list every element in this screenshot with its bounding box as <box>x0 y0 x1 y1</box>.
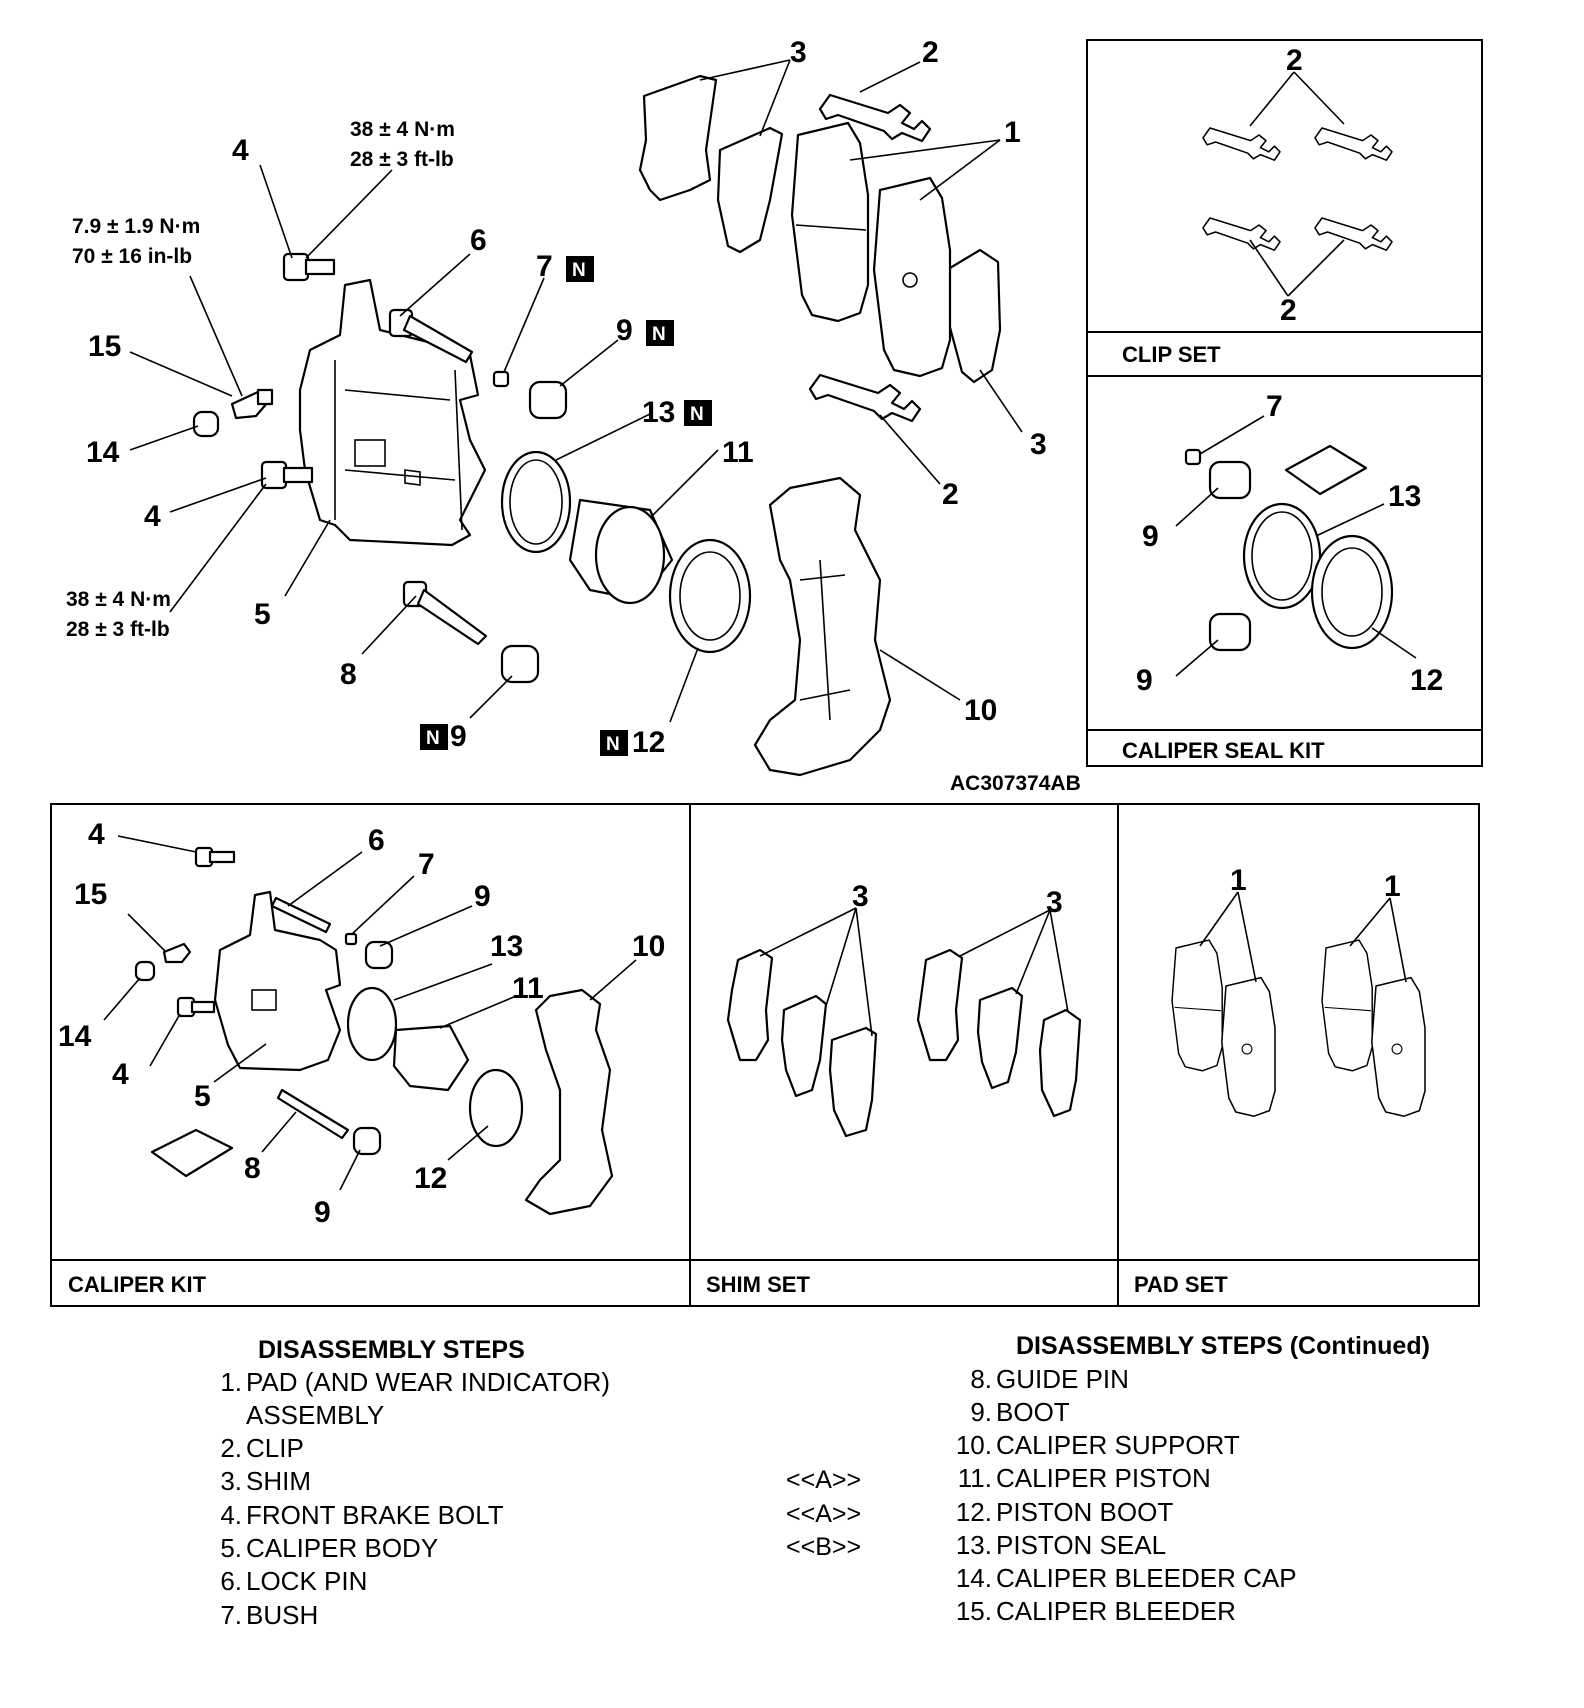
service-mark-a-11: <<A>> <box>786 1466 862 1494</box>
svg-text:N: N <box>690 404 704 425</box>
svg-text:N: N <box>572 260 586 281</box>
lower-panels-frame <box>50 803 1480 1307</box>
pad-outer <box>790 121 870 323</box>
caliper-piston <box>568 498 674 605</box>
callout-6: 6 <box>470 224 487 257</box>
seal-kit-callout-13: 13 <box>1388 480 1421 513</box>
caliper-bleeder <box>230 388 274 420</box>
callout-2-top: 2 <box>922 36 939 69</box>
caliper-bleeder-cap <box>192 410 220 438</box>
svg-text:N: N <box>606 734 620 755</box>
seal-kit-callout-7: 7 <box>1266 390 1283 423</box>
pad-set-callout-1-left: 1 <box>1230 864 1247 897</box>
svg-text:N: N <box>426 728 440 749</box>
callout-4-lower: 4 <box>144 500 161 533</box>
shim-set-panel: 3 3 <box>726 880 1082 1138</box>
new-part-mark-9-upper: N <box>646 320 674 346</box>
exploded-brake-diagram: 38 ± 4 N·m 28 ± 3 ft-lb 7.9 ± 1.9 N·m 70… <box>50 36 1483 1307</box>
service-mark-a-12: <<A>> <box>786 1500 862 1528</box>
shim-set-label: SHIM SET <box>706 1272 810 1297</box>
bush <box>492 370 510 388</box>
disassembly-steps: DISASSEMBLY STEPS 1. PAD (AND WEAR INDIC… <box>220 1332 1430 1630</box>
shim-rear <box>716 126 784 254</box>
new-part-mark-9-lower: N <box>420 724 448 750</box>
caliper-kit-callout-13: 13 <box>490 930 523 963</box>
caliper-kit-callout-6: 6 <box>368 824 385 857</box>
clip-set-label: CLIP SET <box>1122 342 1221 367</box>
caliper-kit-callout-10: 10 <box>632 930 665 963</box>
callout-4-upper: 4 <box>232 134 249 167</box>
leader-lines <box>129 59 1023 723</box>
callout-14: 14 <box>86 436 120 469</box>
piston-boot <box>668 538 752 654</box>
callout-15: 15 <box>88 330 121 363</box>
caliper-kit-callout-15: 15 <box>74 878 107 911</box>
caliper-kit-callout-4-bottom: 4 <box>112 1058 129 1091</box>
caliper-kit-callout-4-top: 4 <box>88 818 105 851</box>
callout-10: 10 <box>964 694 997 727</box>
boot-upper <box>528 380 568 420</box>
caliper-kit-callout-7: 7 <box>418 848 435 881</box>
clip-set-callout-2-bottom: 2 <box>1280 294 1297 327</box>
callout-13: 13 <box>642 396 675 429</box>
torque-upper-nm: 38 ± 4 N·m <box>350 118 455 141</box>
pad-set-callout-1-right: 1 <box>1384 870 1401 903</box>
callout-9-lower: 9 <box>450 720 467 753</box>
caliper-kit-callout-9-top: 9 <box>474 880 491 913</box>
callout-1: 1 <box>1004 116 1021 149</box>
figure-code: AC307374AB <box>950 772 1081 795</box>
callout-3-right: 3 <box>1030 428 1047 461</box>
caliper-kit-callout-5: 5 <box>194 1080 211 1113</box>
pad-inner <box>872 176 952 378</box>
callout-2-lower: 2 <box>942 478 959 511</box>
new-part-mark-12: N <box>600 730 628 756</box>
torque-lower-nm: 38 ± 4 N·m <box>66 588 171 611</box>
boot-lower <box>500 644 540 684</box>
guide-pin <box>402 580 488 646</box>
pad-set-label: PAD SET <box>1134 1272 1228 1297</box>
caliper-kit-callout-14: 14 <box>58 1020 92 1053</box>
caliper-kit-panel: 4 6 7 9 15 13 10 11 14 4 5 8 12 9 <box>58 818 665 1229</box>
torque-bleeder-inlb: 70 ± 16 in-lb <box>72 245 192 268</box>
callout-3-top: 3 <box>790 36 807 69</box>
callout-11: 11 <box>722 436 754 469</box>
callout-5: 5 <box>254 598 271 631</box>
front-brake-bolt-upper <box>282 252 336 282</box>
shim-front <box>638 74 718 202</box>
caliper-seal-kit-panel: 7 9 13 9 12 <box>1086 331 1483 767</box>
steps-title-continued: DISASSEMBLY STEPS (Continued) <box>1016 1332 1430 1360</box>
callout-9-upper: 9 <box>616 314 633 347</box>
torque-bleeder-nm: 7.9 ± 1.9 N·m <box>72 215 200 238</box>
steps-title: DISASSEMBLY STEPS <box>258 1336 525 1364</box>
clip-lower <box>808 373 922 423</box>
lock-pin <box>388 308 474 364</box>
pad-set-panel: 1 1 <box>1171 864 1426 1117</box>
piston-seal <box>500 450 572 554</box>
caliper-kit-callout-11: 11 <box>512 972 544 1005</box>
caliper-kit-label: CALIPER KIT <box>68 1272 207 1297</box>
caliper-kit-callout-8: 8 <box>244 1152 261 1185</box>
callout-8: 8 <box>340 658 357 691</box>
torque-upper-ftlb: 28 ± 3 ft-lb <box>350 148 454 171</box>
clip-set-panel: 2 2 <box>1086 39 1483 333</box>
svg-text:N: N <box>652 324 666 345</box>
caliper-support <box>753 476 892 777</box>
torque-lower-ftlb: 28 ± 3 ft-lb <box>66 618 170 641</box>
shim-set-callout-3-left: 3 <box>852 880 869 913</box>
caliper-kit-callout-9-bottom: 9 <box>314 1196 331 1229</box>
seal-kit-callout-9-bottom: 9 <box>1136 664 1153 697</box>
seal-kit-callout-9-top: 9 <box>1142 520 1159 553</box>
front-brake-bolt-lower <box>260 460 314 490</box>
callout-7: 7 <box>536 250 553 283</box>
shim-inner <box>946 248 1002 384</box>
clip-set-callout-2-top: 2 <box>1286 44 1303 77</box>
service-mark-b-13: <<B>> <box>786 1533 862 1561</box>
callout-12: 12 <box>632 726 665 759</box>
new-part-mark-13: N <box>684 400 712 426</box>
seal-kit-callout-12: 12 <box>1410 664 1443 697</box>
caliper-kit-callout-12: 12 <box>414 1162 447 1195</box>
caliper-seal-kit-label: CALIPER SEAL KIT <box>1122 738 1325 763</box>
shim-set-callout-3-right: 3 <box>1046 886 1063 919</box>
new-part-mark-7: N <box>566 256 594 282</box>
